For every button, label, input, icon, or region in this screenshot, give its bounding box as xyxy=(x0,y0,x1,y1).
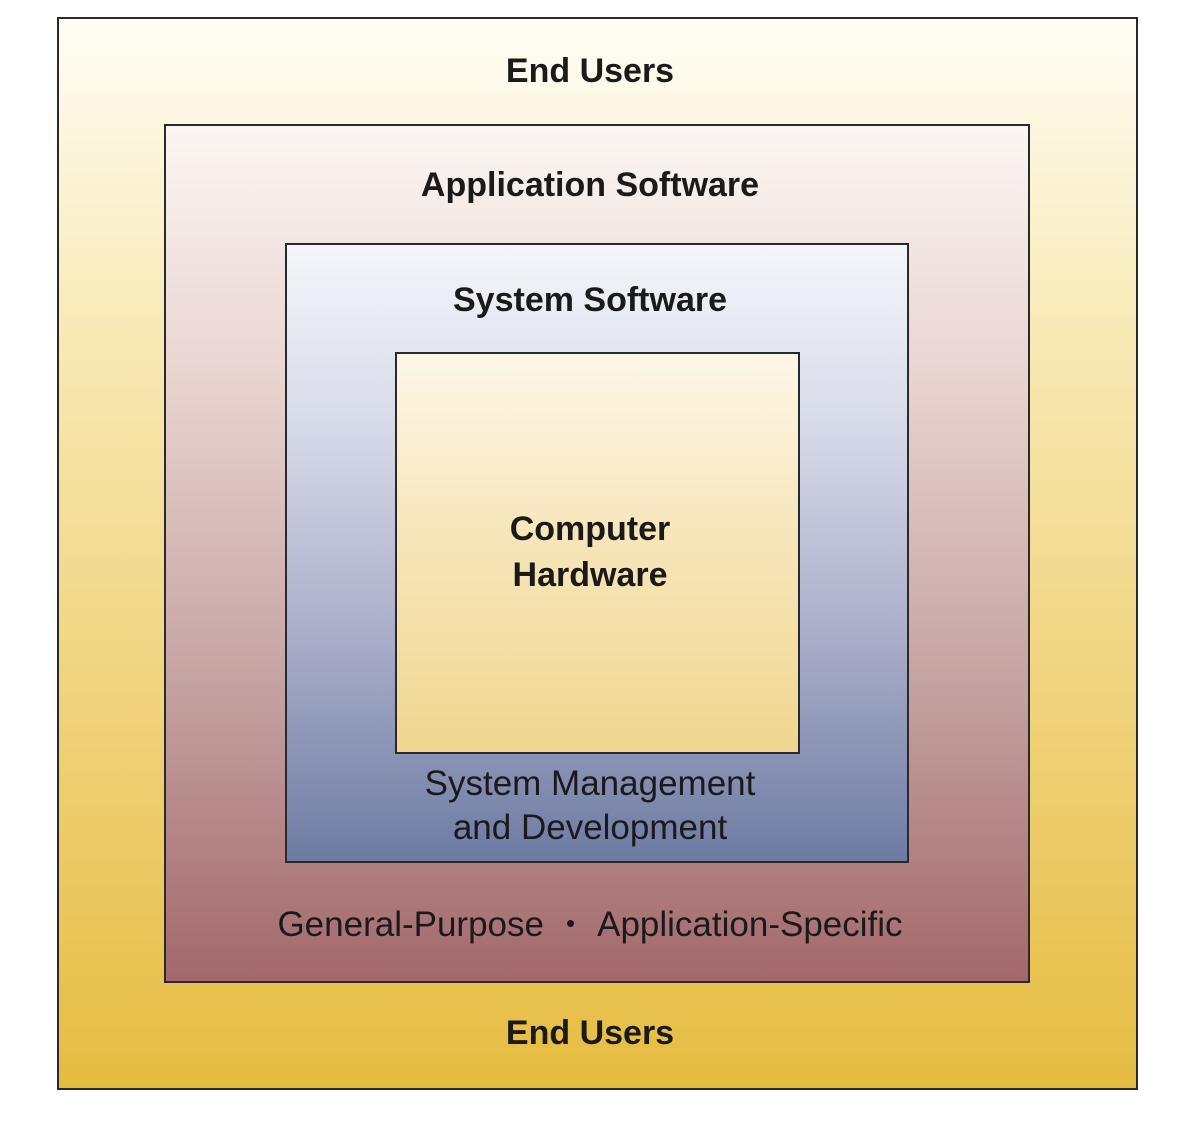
computer-hardware-layer xyxy=(395,352,800,754)
bullet-separator: • xyxy=(566,908,576,938)
application-categories: General-Purpose • Application-Specific xyxy=(0,901,1180,947)
system-management-note: System Management and Development xyxy=(0,762,1180,850)
system-management-note-line-1: System Management xyxy=(424,764,756,803)
general-purpose-label: General-Purpose xyxy=(277,905,544,944)
computer-hardware-label-line-1: Computer xyxy=(509,510,671,548)
application-software-label: Application Software xyxy=(420,166,760,204)
application-specific-label: Application-Specific xyxy=(597,905,903,944)
computer-hardware-label: Computer Hardware xyxy=(0,506,1180,598)
end-users-top-label: End Users xyxy=(505,52,675,90)
system-software-label: System Software xyxy=(453,281,727,319)
computer-hardware-label-line-2: Hardware xyxy=(512,556,668,594)
end-users-bottom-label: End Users xyxy=(505,1014,675,1052)
system-management-note-line-2: and Development xyxy=(452,808,728,847)
